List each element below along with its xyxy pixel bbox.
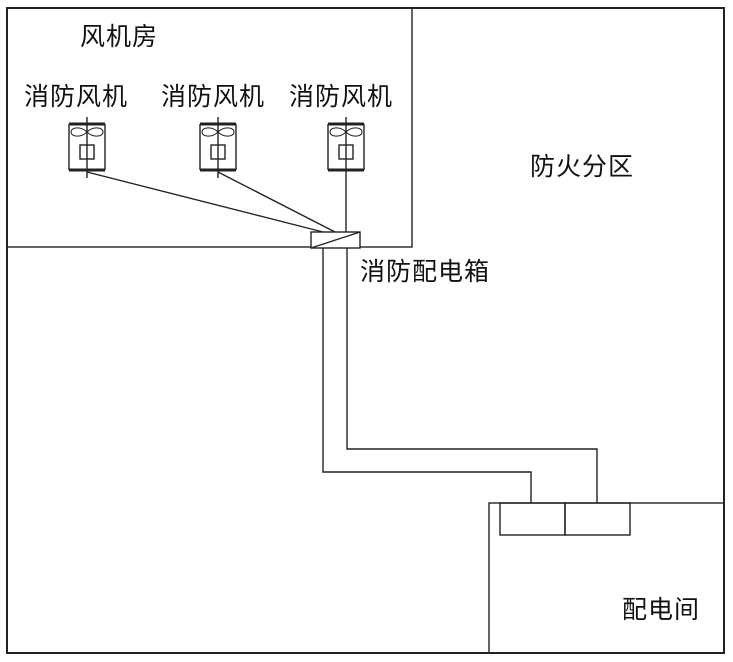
- fan-room-boundary: [6, 7, 413, 248]
- distribution-room-label: 配电间: [622, 595, 701, 624]
- fan-room-label: 风机房: [80, 22, 159, 51]
- fan-label-3: 消防风机: [289, 82, 394, 111]
- fire-zone-label: 防火分区: [530, 152, 635, 181]
- fire-distribution-box-symbol: [310, 231, 361, 249]
- supply-cable-2: [346, 248, 598, 503]
- fire-distribution-box-label: 消防配电箱: [360, 257, 491, 286]
- supply-cable-1: [322, 248, 532, 503]
- fan-label-2: 消防风机: [161, 82, 266, 111]
- fan-symbol-1: [68, 117, 106, 178]
- feeder-line-fan-1: [86, 171, 324, 233]
- fan-label-1: 消防风机: [24, 82, 129, 111]
- fan-symbol-3: [327, 117, 365, 178]
- fan-symbol-2: [199, 117, 237, 178]
- feeder-line-fan-2: [217, 171, 336, 233]
- switch-panel-2: [564, 502, 631, 536]
- distribution-room-boundary: [488, 502, 725, 654]
- switch-panel-1: [499, 502, 566, 536]
